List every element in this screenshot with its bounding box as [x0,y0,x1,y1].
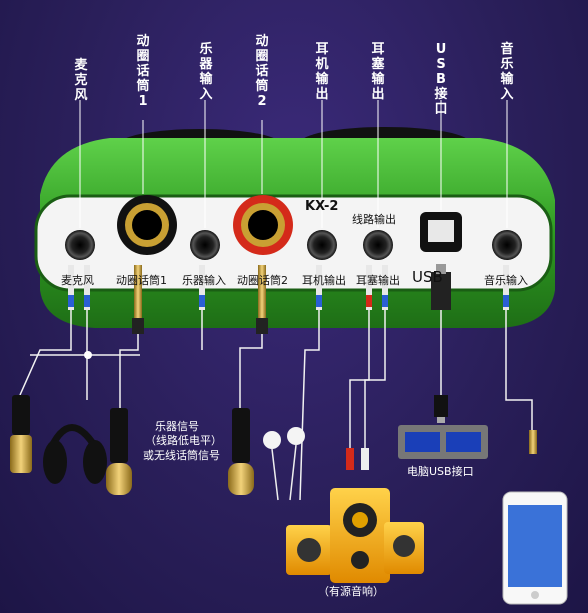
jacks [65,195,522,260]
smartphone [502,430,568,605]
note-instrument-1: 乐器信号 [155,420,199,433]
jack-label-earbud: 耳塞输出 [356,274,400,287]
usb-cable [434,395,448,423]
jack-label-music: 音乐输入 [484,274,528,287]
label-headphone: 耳机输出 [315,42,329,102]
active-speakers [286,488,424,583]
note-instrument-2: （线路低电平） [145,434,222,447]
mic-jack [65,230,95,260]
note-instrument-3: 或无线话筒信号 [143,449,220,462]
label-usb: USB接口 [434,42,448,117]
line-out-label: 线路输出 [352,213,396,226]
label-music: 音乐输入 [500,42,514,102]
jack-label-mic: 麦克风 [61,274,94,287]
instrument-jack [190,230,220,260]
plugs [68,264,509,334]
label-dyn1: 动圈话筒1 [136,34,150,109]
earbuds [263,427,305,501]
dynamic-mic-1 [106,408,132,495]
headphone-jack [307,230,337,260]
label-mic: 麦克风 [74,58,88,103]
jack-label-dyn1: 动圈话筒1 [116,274,167,287]
note-speaker: （有源音响） [318,585,384,598]
front-panel [34,194,553,292]
label-dyn2: 动圈话筒2 [255,34,269,109]
rca-plugs [346,448,369,470]
earbud-jack [363,230,393,260]
model-name: KX-2 [305,199,339,214]
pc-usb-port [398,425,488,459]
music-jack [492,230,522,260]
dynamic-mic-2 [228,408,254,495]
condenser-mic [10,395,32,473]
jack-label-dyn2: 动圈话筒2 [237,274,288,287]
note-pc-usb: 电脑USB接口 [407,465,474,478]
headphones [43,424,107,484]
jack-label-usb: USB [412,268,443,286]
jack-label-headphone: 耳机输出 [302,274,346,287]
label-earbud: 耳塞输出 [371,42,385,102]
label-instrument: 乐器输入 [199,42,213,102]
jack-label-instrument: 乐器输入 [182,274,226,287]
